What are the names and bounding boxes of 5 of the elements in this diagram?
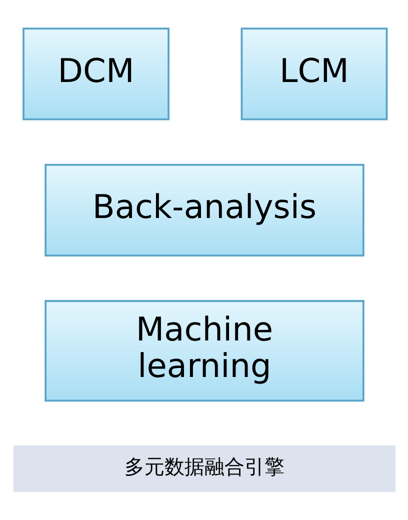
node-box: Back-analysis [44,164,364,257]
node-box: 多元数据融合引擎 [12,445,396,492]
node-box: DCM [22,28,169,120]
node-box: LCM [240,28,388,120]
node-box: Machine learning [44,300,364,402]
